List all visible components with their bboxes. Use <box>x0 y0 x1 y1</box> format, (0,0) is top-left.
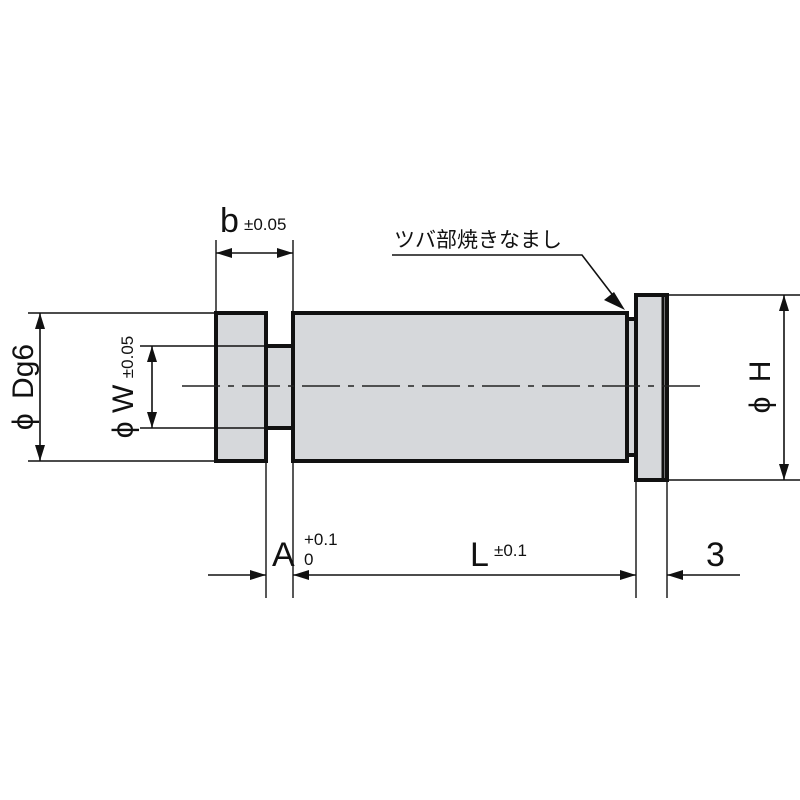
dimension-lines <box>35 248 789 580</box>
svg-text:ϕ Dg6: ϕ Dg6 <box>7 344 40 430</box>
label-d: Dg6 <box>7 344 40 399</box>
label-3: 3 <box>706 536 725 574</box>
label-b: b <box>220 202 239 240</box>
svg-text:ϕ W ±0.05: ϕ W ±0.05 <box>107 336 140 438</box>
label-l-tolerance: ±0.1 <box>494 541 527 560</box>
left-head <box>214 311 268 463</box>
extension-lines <box>28 240 800 598</box>
label-h-phi: ϕ <box>744 397 777 414</box>
neck <box>264 344 295 430</box>
part-body <box>214 293 669 482</box>
label-w: W <box>107 384 140 413</box>
label-w-phi: ϕ <box>107 421 140 438</box>
label-a: A <box>272 536 295 574</box>
dimension-labels: b ±0.05 ツバ部焼きなまし ϕ Dg6 ϕ W ±0.05 ϕ H <box>7 202 777 574</box>
main-shaft <box>291 311 629 463</box>
label-w-tolerance: ±0.05 <box>118 336 137 378</box>
label-d-phi: ϕ <box>7 413 40 430</box>
label-h: H <box>744 361 777 383</box>
svg-text:ϕ H: ϕ H <box>744 361 777 414</box>
label-w-group: ϕ W ±0.05 <box>107 336 140 438</box>
label-a-tolerance-upper: +0.1 <box>304 530 338 549</box>
label-b-tolerance: ±0.05 <box>244 215 286 234</box>
label-d-group: ϕ Dg6 <box>7 344 40 430</box>
label-h-group: ϕ H <box>744 361 777 414</box>
label-note-flange-annealing: ツバ部焼きなまし <box>394 228 562 252</box>
label-l: L <box>470 536 489 574</box>
label-a-tolerance-lower: 0 <box>304 550 313 569</box>
